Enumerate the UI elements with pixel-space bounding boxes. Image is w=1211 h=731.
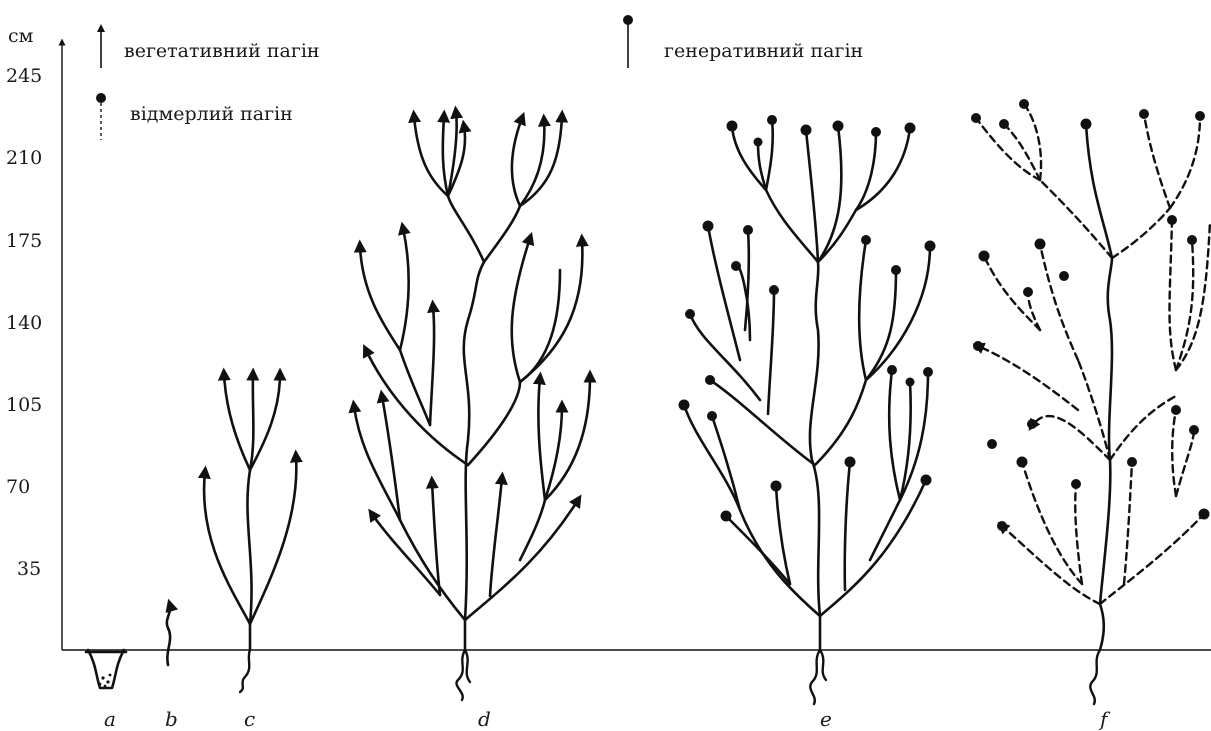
stage-labels: a b c d e f xyxy=(104,707,1111,731)
y-tick-35: 35 xyxy=(17,558,41,580)
stage-label-c: c xyxy=(244,707,255,731)
y-axis-unit: см xyxy=(8,25,34,47)
stage-label-f: f xyxy=(1098,707,1111,731)
stage-e-plant xyxy=(679,115,936,704)
y-tick-175: 175 xyxy=(6,230,42,252)
legend-vegetative-label: вегетативний пагін xyxy=(124,40,320,62)
stage-d-plant xyxy=(354,112,590,700)
stage-label-a: a xyxy=(104,707,116,731)
stage-f-plant xyxy=(971,99,1210,704)
stage-label-b: b xyxy=(165,707,178,731)
stage-b-seedling xyxy=(167,605,170,665)
y-tick-70: 70 xyxy=(6,476,30,498)
stage-label-d: d xyxy=(478,707,491,731)
legend: вегетативний пагін генеративний пагін ві… xyxy=(96,15,863,140)
y-tick-140: 140 xyxy=(6,312,42,334)
y-tick-labels: 245 210 175 140 105 70 35 xyxy=(6,65,42,580)
y-tick-210: 210 xyxy=(6,147,42,169)
legend-dead-label: відмерлий пагін xyxy=(130,103,293,125)
stage-label-e: e xyxy=(820,707,832,731)
y-tick-245: 245 xyxy=(6,65,42,87)
stage-c-plant xyxy=(204,374,296,692)
legend-generative-dot-icon xyxy=(623,15,633,25)
legend-dead-dot-icon xyxy=(96,93,106,103)
stage-a-seed xyxy=(86,650,126,688)
legend-generative-label: генеративний пагін xyxy=(664,40,863,62)
y-tick-105: 105 xyxy=(6,394,42,416)
